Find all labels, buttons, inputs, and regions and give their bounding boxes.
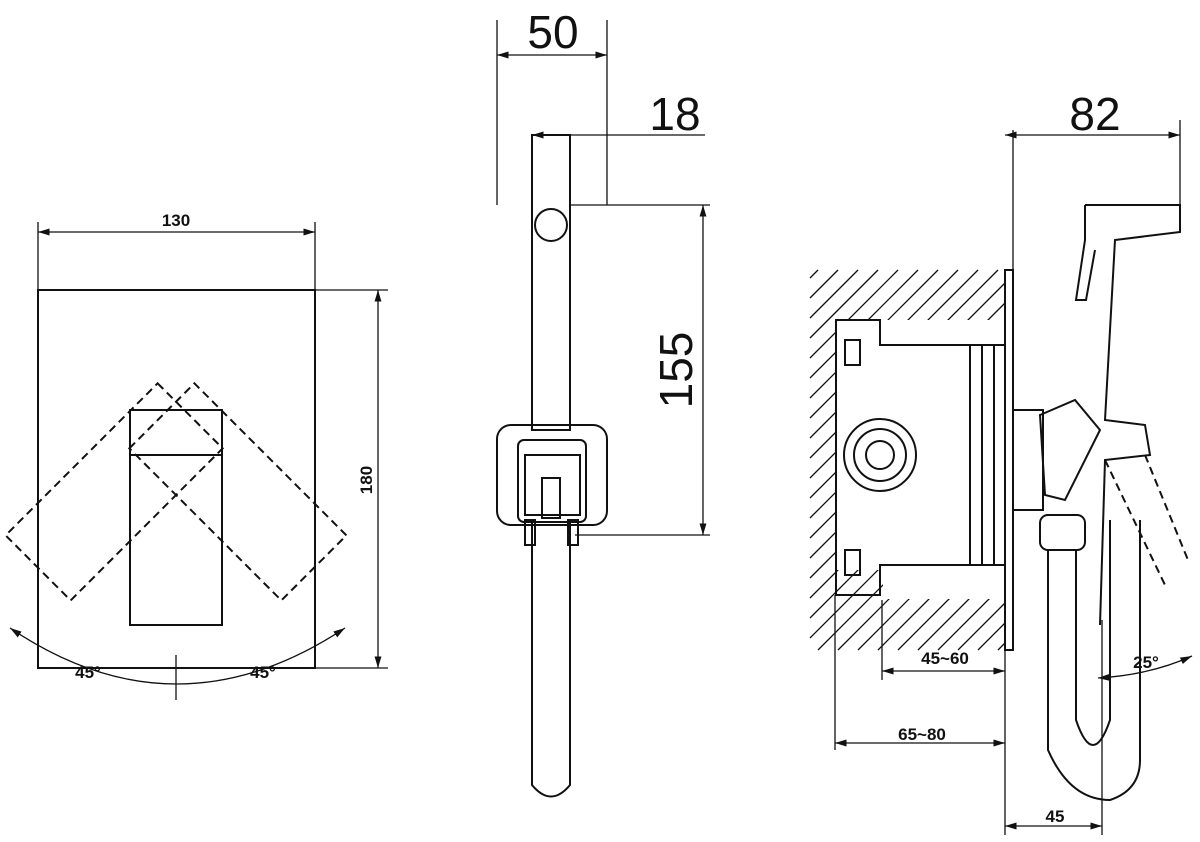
front-view: 130 180 45° 45° <box>4 211 388 700</box>
hatch-line <box>997 642 1006 651</box>
lever <box>1038 398 1102 502</box>
inner-depth-label: 45~60 <box>921 649 969 668</box>
height-label: 180 <box>357 466 376 494</box>
valve-inlet <box>843 418 917 492</box>
angle-arc <box>1097 655 1193 681</box>
hatch-line <box>957 602 1006 651</box>
side-view: 50 18 155 <box>496 6 710 798</box>
width-label: 130 <box>162 211 190 230</box>
spray-head <box>1085 204 1181 626</box>
pipe-pivot <box>534 208 568 242</box>
offset-label: 50 <box>527 6 578 58</box>
projection-label: 82 <box>1069 88 1120 140</box>
cover-plate <box>1004 269 1014 651</box>
u-hose <box>1047 520 1141 802</box>
hatch-line <box>809 269 839 299</box>
angle-left-label: 45° <box>75 663 101 682</box>
hose <box>531 520 571 798</box>
angle-right-label: 45° <box>250 663 276 682</box>
wall-plate <box>37 289 316 669</box>
hatch-line <box>809 269 859 319</box>
rotation-arc <box>9 627 346 685</box>
angle-label: 25° <box>1133 653 1159 672</box>
holder <box>496 424 608 526</box>
height-155-label: 155 <box>650 332 702 409</box>
install-view: 82 45~60 65~80 45 25° <box>809 88 1193 835</box>
hatch-line <box>809 269 879 339</box>
vertical-pipe <box>531 134 571 431</box>
handle-rotated-left <box>127 381 348 602</box>
hatch-line <box>809 269 819 279</box>
hatch-line <box>809 269 899 359</box>
outer-depth-label: 65~80 <box>898 725 946 744</box>
handle <box>129 409 223 626</box>
hose-label: 45 <box>1046 807 1065 826</box>
handle-rotated-right <box>4 381 225 602</box>
hatch-line <box>977 622 1006 651</box>
pipe-label: 18 <box>649 88 700 140</box>
